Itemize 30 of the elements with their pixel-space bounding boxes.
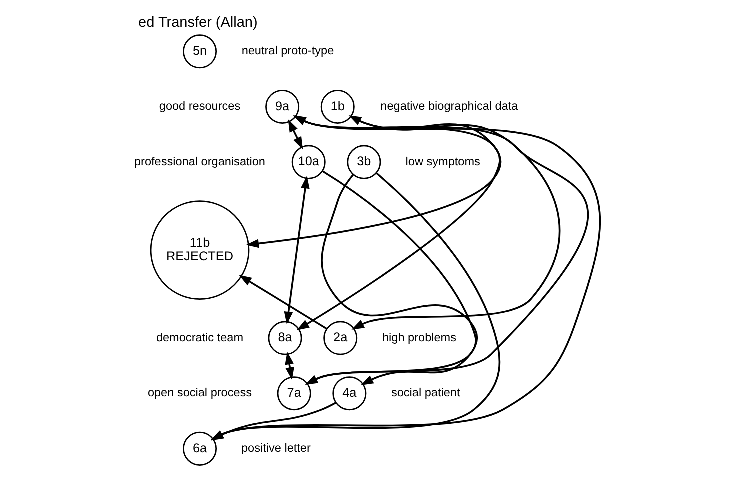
node-circle: 1b	[320, 90, 355, 124]
node-circle: 2a	[324, 321, 358, 356]
node-circle: 5n	[183, 34, 218, 69]
arrow	[348, 116, 561, 330]
node-label: social patient	[391, 386, 460, 400]
node-circle: 4a	[332, 376, 367, 411]
node-label: neutral proto-type	[242, 44, 334, 58]
node-circle: 6a	[183, 432, 218, 466]
node-label: positive letter	[241, 442, 311, 456]
node-label: professional organisation	[134, 155, 266, 168]
arrow	[295, 116, 501, 331]
node-label: high problems	[382, 331, 457, 344]
node-circle: 9a	[266, 90, 300, 124]
arrow	[285, 352, 294, 380]
arrow	[246, 116, 502, 248]
node-label: open social process	[148, 386, 252, 400]
node-circle: 7a	[277, 376, 312, 411]
node-circle: 11b REJECTED	[150, 200, 250, 300]
node-label: negative biographical data	[380, 100, 518, 114]
node-label: good resources	[159, 100, 241, 114]
arrow	[212, 116, 601, 440]
node-circle: 3b	[347, 145, 382, 180]
arrow	[288, 119, 304, 150]
node-circle: 8a	[268, 321, 302, 356]
node-label: low symptoms	[406, 155, 480, 168]
arrow	[239, 275, 328, 330]
diagram-title: ed Transfer (Allan)	[138, 14, 258, 31]
node-circle: 10a	[292, 145, 326, 180]
node-label: democratic team	[156, 331, 244, 344]
arrow	[284, 176, 310, 325]
